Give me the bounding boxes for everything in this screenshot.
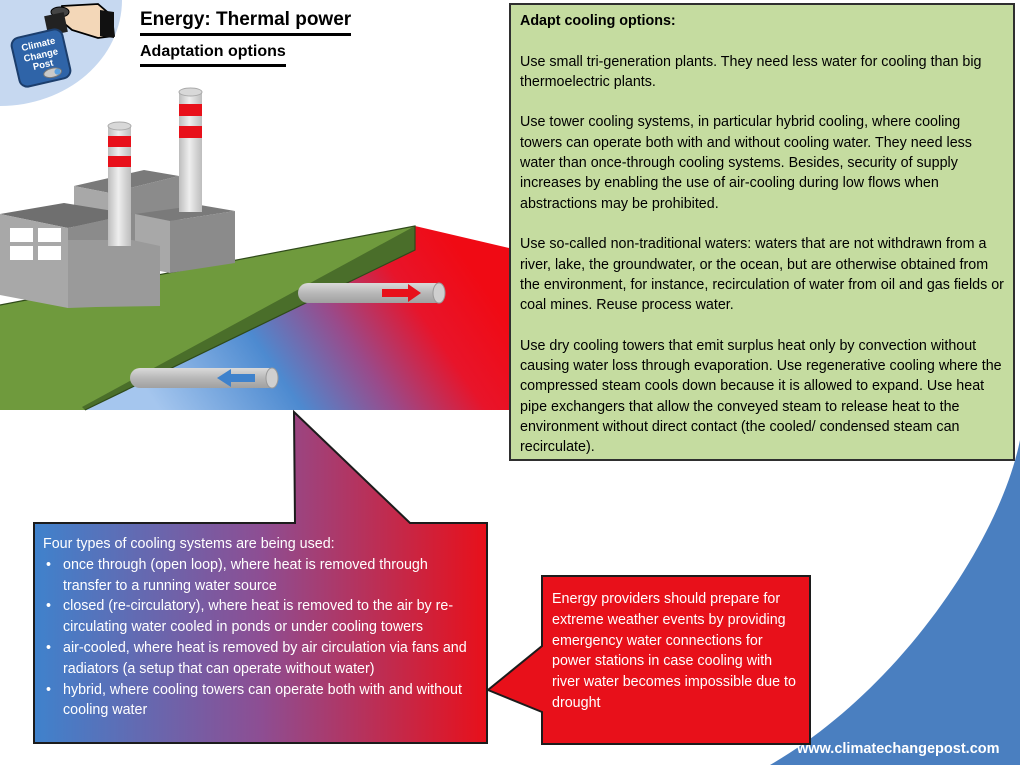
river <box>85 226 509 410</box>
adapt-box-heading: Adapt cooling options: <box>520 13 676 29</box>
list-item: once through (open loop), where heat is … <box>43 555 479 597</box>
cool-intake-pipe <box>130 367 279 389</box>
cooling-types-list: once through (open loop), where heat is … <box>43 555 479 721</box>
page-title: Energy: Thermal power <box>140 9 352 36</box>
power-plant <box>0 87 235 308</box>
list-item: hybrid, where cooling towers can operate… <box>43 680 479 722</box>
smokestack-left <box>107 121 132 246</box>
page-subtitle: Adaptation options <box>140 43 286 67</box>
provider-text: Energy providers should prepare for extr… <box>552 591 796 711</box>
warm-outflow-pipe <box>298 282 446 304</box>
smokestack-right <box>178 87 203 212</box>
adapt-option-paragraph: Use so-called non-traditional waters: wa… <box>520 236 1004 314</box>
logo-badge <box>10 28 72 88</box>
list-item: closed (re-circulatory), where heat is r… <box>43 596 479 638</box>
corner-swoosh <box>770 440 1020 765</box>
adapt-option-paragraph: Use small tri-generation plants. They ne… <box>520 53 982 90</box>
adapt-option-paragraph: Use dry cooling towers that emit surplus… <box>520 337 1002 456</box>
cooling-systems-callout: Four types of cooling systems are being … <box>34 523 487 743</box>
website-link[interactable]: www.climatechangepost.com <box>797 741 1000 757</box>
arrow-left-icon <box>217 369 255 387</box>
adapt-cooling-options-box: Adapt cooling options: Use small tri-gen… <box>509 3 1015 461</box>
provider-callout-shape <box>486 575 811 745</box>
energy-providers-callout: Energy providers should prepare for extr… <box>542 576 810 744</box>
logo <box>0 0 122 106</box>
adapt-option-paragraph: Use tower cooling systems, in particular… <box>520 114 972 212</box>
list-item: air-cooled, where heat is removed by air… <box>43 638 479 680</box>
arrow-right-icon <box>382 284 421 302</box>
cooling-intro: Four types of cooling systems are being … <box>43 536 335 552</box>
